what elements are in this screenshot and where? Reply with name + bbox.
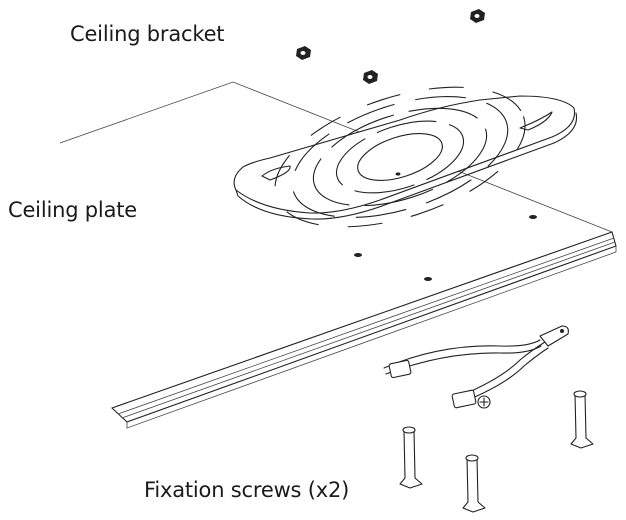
cable-clip [383,325,569,409]
nut-1 [296,46,311,60]
ceiling-plate-label: Ceiling plate [8,198,137,222]
screw-2 [462,454,486,513]
screw-1 [399,426,423,489]
nut-3 [470,9,485,23]
nut-2 [363,70,378,84]
ceiling-bracket [233,86,578,228]
screw-3 [570,390,594,449]
ceiling-plate [59,81,617,429]
ceiling-bracket-label: Ceiling bracket [70,22,225,46]
fixation-screws-label: Fixation screws (x2) [144,478,350,502]
